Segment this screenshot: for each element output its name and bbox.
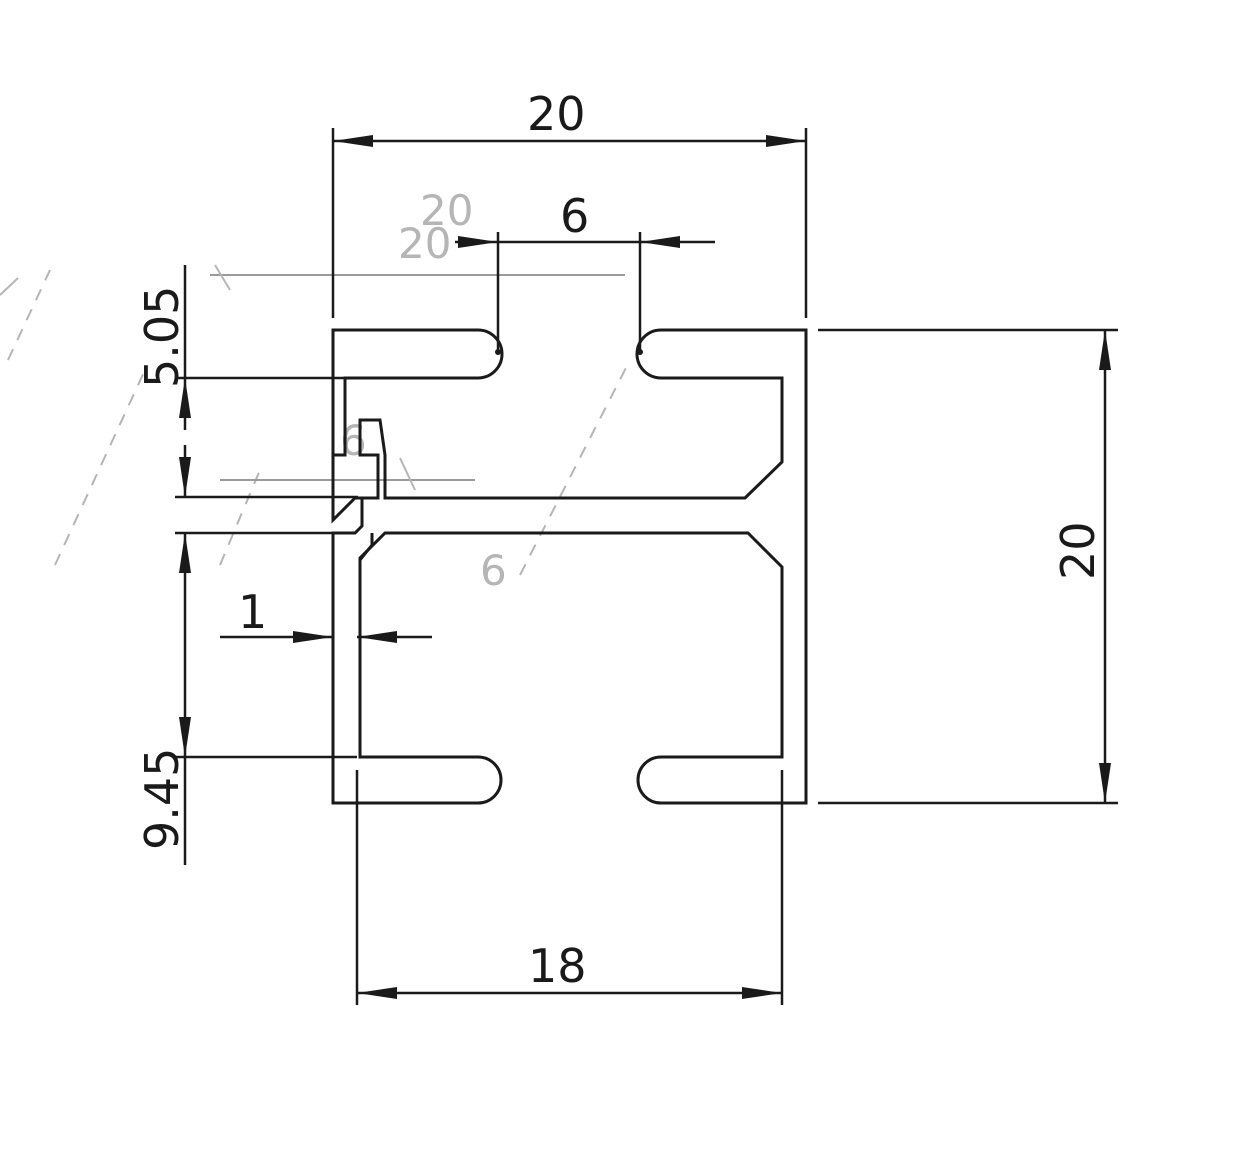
dimension-text-upper-depth: 5.05 — [135, 286, 189, 388]
dimension-text-overall-height: 20 — [1051, 521, 1105, 580]
ghost-artifacts — [0, 264, 631, 576]
slot-center-dot — [495, 349, 501, 355]
dimension-text-lower-depth: 9.45 — [135, 748, 189, 850]
outer-contour-right — [331, 328, 808, 805]
profile-outline — [331, 328, 808, 805]
ghost-dashed-line — [519, 359, 631, 576]
ghost-dimension-text: 20 — [420, 186, 473, 235]
ghost-dashed-line — [54, 369, 146, 566]
ghost-extension-line — [214, 264, 231, 291]
ghost-dashed-line — [219, 469, 261, 566]
dimension-text-overall-width: 20 — [527, 87, 586, 141]
outer-contour — [331, 328, 504, 457]
slot-center-dot — [637, 349, 643, 355]
ghost-fragment-text: 6 — [480, 546, 507, 595]
ghost-extension-line — [399, 457, 416, 491]
dimension-text-inner-width: 18 — [528, 939, 587, 993]
dimension-lines — [175, 128, 1118, 1005]
web-detail — [358, 533, 374, 561]
ghost-dimension-text: 20 — [398, 219, 451, 268]
ghost-extension-line — [0, 277, 19, 296]
web-detail — [331, 455, 362, 524]
dimension-text-slot-spacing: 6 — [560, 189, 589, 243]
dimension-text-wall-thickness: 1 — [238, 585, 267, 639]
ghost-dashed-line — [7, 269, 51, 361]
